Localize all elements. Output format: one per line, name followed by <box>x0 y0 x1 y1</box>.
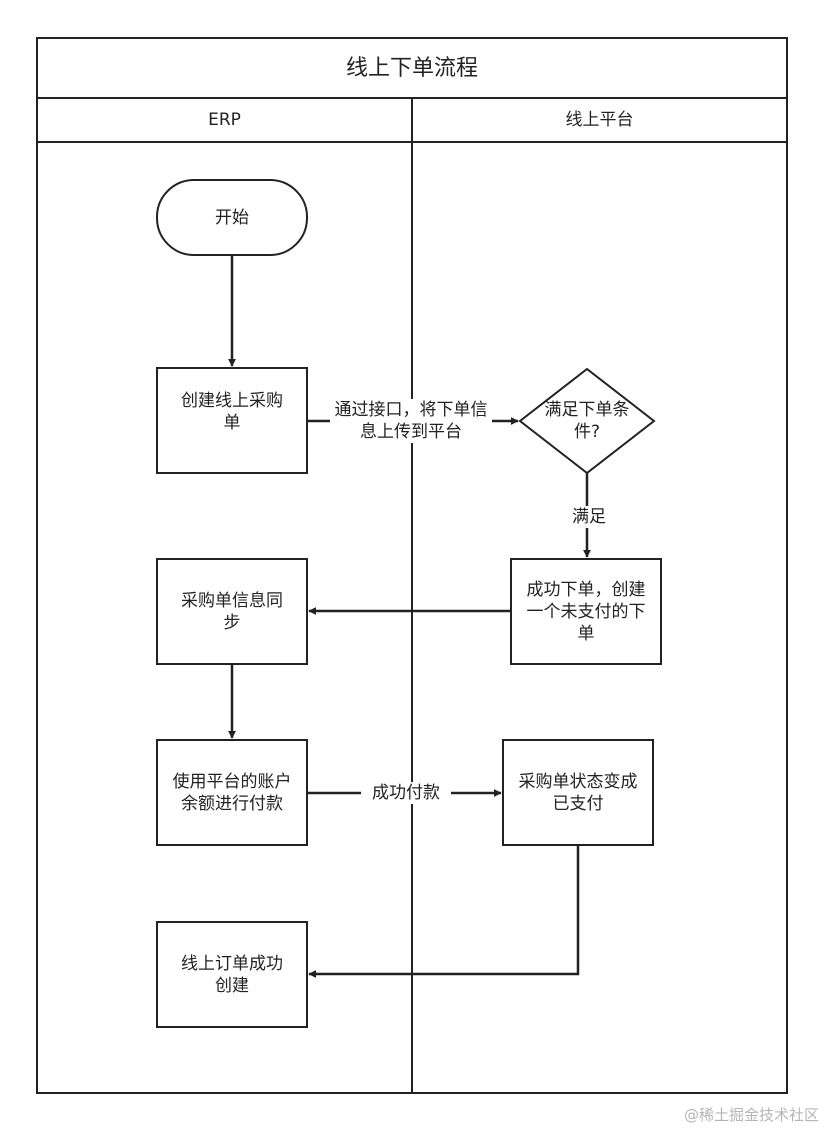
edge-label-satisfied: 满足 <box>564 506 614 528</box>
status-paid-box <box>502 739 654 846</box>
sync-info-label: 采购单信息同步 <box>181 590 283 633</box>
order-created-box <box>156 921 308 1028</box>
edge-label-upload: 通过接口，将下单信息上传到平台 <box>330 399 492 443</box>
diagram-title: 线上下单流程 <box>345 56 478 81</box>
condition-label: 满足下单条件? <box>544 400 630 442</box>
pay-box <box>156 739 308 846</box>
start-node-label: 开始 <box>215 207 249 228</box>
status-paid-label: 采购单状态变成已支付 <box>518 771 638 814</box>
create-order-label: 创建线上采购单 <box>181 391 283 433</box>
watermark: @稀土掘金技术社区 <box>683 1106 819 1124</box>
lane-header-erp: ERP <box>208 110 241 130</box>
lane-header-platform: 线上平台 <box>565 110 634 130</box>
edge-label-paid: 成功付款 <box>361 782 451 804</box>
edge-status-to-created <box>308 845 580 978</box>
order-created-label: 线上订单成功创建 <box>181 953 283 996</box>
pay-label: 使用平台的账户余额进行付款 <box>172 771 292 814</box>
success-order-label: 成功下单，创建一个未支付的下单 <box>526 579 646 644</box>
create-order-box <box>156 367 308 474</box>
